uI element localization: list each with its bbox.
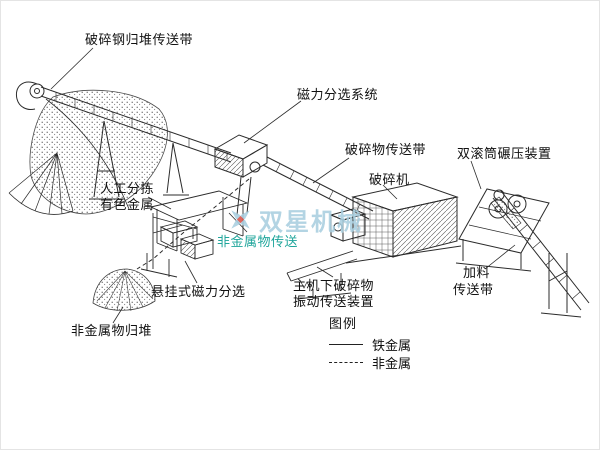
feed-conveyor-drawing [490, 189, 590, 318]
leader-feed-conveyor [484, 244, 516, 270]
legend-item-nonmetal: 非金属 [329, 353, 411, 371]
label-feed-conveyor-line2: 传送带 [453, 282, 494, 297]
label-magnetic-separation-system: 磁力分选系统 [297, 87, 379, 102]
label-crusher: 破碎机 [369, 172, 410, 187]
leader-crushed-conveyor [312, 157, 350, 184]
vibrating-conveyor-drawing [286, 250, 358, 300]
legend-solid-line-sample [329, 343, 363, 345]
label-feed-conveyor-line1: 加料 [463, 265, 491, 280]
legend-title: 图例 [329, 316, 358, 331]
leader-nonmetal-transfer [228, 212, 248, 233]
legend-item-ferrous: 铁金属 [329, 335, 411, 353]
legend-item-label: 铁金属 [372, 337, 412, 353]
leader-roller-press [470, 160, 482, 190]
leader-magnetic-system [243, 100, 302, 144]
leader-nonmetal-pile [112, 306, 124, 324]
legend-dashed-line-sample [329, 361, 363, 363]
legend-item-label: 非金属 [372, 355, 412, 371]
leader-vibrating-conveyor [316, 266, 334, 278]
label-manual-sorting-line1: 人工分拣 [100, 181, 155, 196]
leader-crusher [382, 184, 398, 200]
legend: 图例 铁金属 非金属 [329, 313, 411, 371]
magnetic-separator-drawing [213, 134, 269, 216]
label-suspended-magnetic-separator: 悬挂式磁力分选 [151, 284, 246, 299]
label-double-roller-press: 双滚筒碾压装置 [457, 146, 552, 161]
crusher-drawing [329, 182, 462, 264]
nonmetal-pile-drawing [92, 268, 156, 312]
leader-manual-sorting [147, 196, 172, 210]
leader-suspended-separator [184, 260, 198, 284]
label-under-crusher-line2: 振动传送装置 [293, 294, 375, 309]
leader-steel-conveyor [50, 47, 94, 90]
crushed-steel-pile-drawing [8, 89, 168, 215]
sorting-platform-drawing [149, 190, 249, 252]
label-crushed-steel-conveyor: 破碎钢归堆传送带 [85, 32, 194, 47]
crushed-material-conveyor-drawing [262, 156, 374, 220]
steel-pile-conveyor-drawing [15, 81, 232, 200]
label-nonmetal-transfer: 非金属物传送 [217, 234, 299, 249]
nonmetal-flow-path [136, 178, 250, 270]
label-crushed-material-conveyor: 破碎物传送带 [345, 142, 427, 157]
label-manual-sorting-line2: 有色金属 [100, 197, 155, 212]
label-nonmetal-pile: 非金属物归堆 [71, 323, 153, 338]
suspended-separator-drawing [140, 213, 215, 278]
label-under-crusher-line1: 主机下破碎物 [293, 278, 375, 293]
